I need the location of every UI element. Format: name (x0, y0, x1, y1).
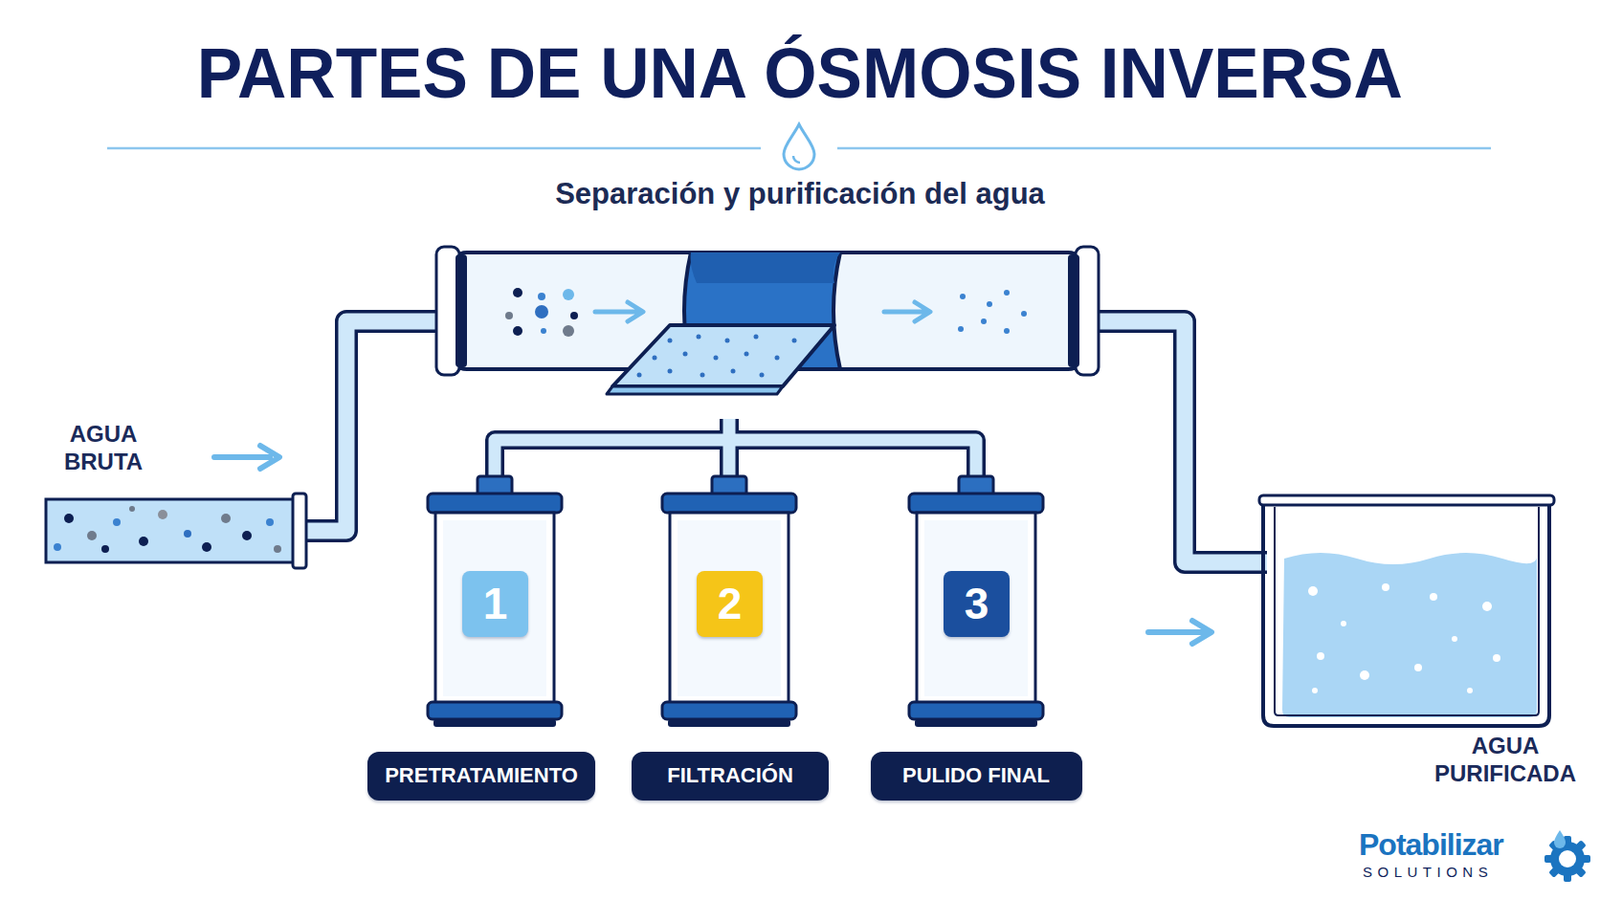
text-label: Separación y purificación del agua (0, 176, 1600, 212)
text-label: AGUA PURIFICADA (1416, 733, 1595, 789)
node-text: 2 (717, 579, 743, 629)
node-text: 1 (483, 579, 509, 629)
stage-number: 3 (943, 571, 1010, 638)
stage-label: PULIDO FINAL (870, 752, 1083, 801)
text-label: Potabilizar (1358, 826, 1551, 864)
stage-label: FILTRACIÓN (631, 752, 829, 801)
text-label: AGUA BRUTA (49, 421, 157, 477)
node-text: PULIDO FINAL (902, 764, 1050, 788)
node-text: FILTRACIÓN (666, 764, 794, 788)
title-text: PARTES DE UNA ÓSMOSIS INVERSA (197, 34, 1403, 112)
title: PARTES DE UNA ÓSMOSIS INVERSA (0, 34, 1600, 112)
stage-label: PRETRATAMIENTO (367, 752, 596, 801)
stage-number: 2 (696, 571, 763, 638)
text-label: SOLUTIONS (1362, 864, 1555, 882)
node-text: PRETRATAMIENTO (384, 764, 578, 788)
stage-number: 1 (462, 571, 529, 638)
node-text: 3 (964, 579, 990, 629)
